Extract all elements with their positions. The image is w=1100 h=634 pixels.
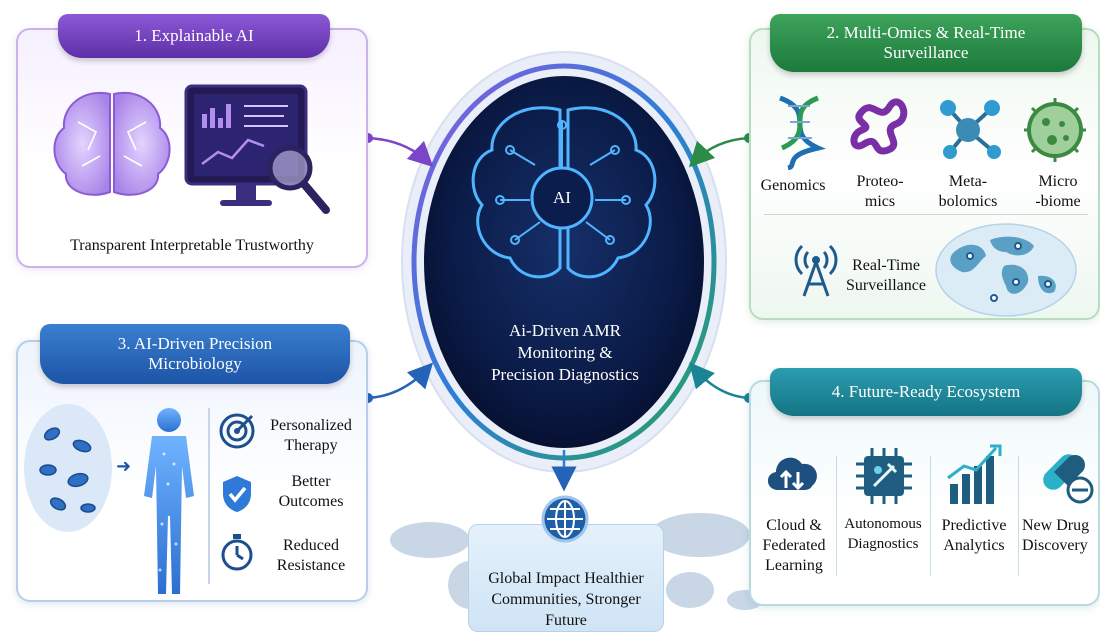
magnifier-icon [267,145,330,214]
panel4-title: 4. Future-Ready Ecosystem [770,368,1082,416]
hub-circle [424,76,704,448]
stopwatch-icon [221,534,253,571]
item-genomics: Genomics [760,177,826,194]
chip-icon [856,448,912,504]
brain-icon [53,91,171,196]
hub-color-ring [411,63,717,461]
molecule-icon [940,100,1001,159]
global-impact-text: Global Impact Healthier Communities, Str… [488,570,644,629]
human-body-icon [144,408,194,594]
panel4-divider-1 [836,456,837,576]
bacteria-cluster-icon [24,404,112,532]
hub-outer-ring [401,51,727,473]
hub-title: Ai-Driven AMR Monitoring & Precision Dia… [491,321,639,384]
arrow-panel4 [689,362,750,400]
item-microbiome: Micro-biome [1035,173,1081,210]
panel2-divider [764,214,1088,215]
growth-chart-icon [947,444,1002,504]
arrow-right-icon: ➜ [116,456,132,476]
panel4-divider-2 [930,456,931,576]
target-icon [219,413,255,449]
protein-icon [850,98,908,155]
panel4-divider-3 [1018,456,1019,576]
arrow-panel1 [367,136,434,168]
capsule-icon [1043,454,1094,504]
item-proteomics: Proteo-mics [856,173,904,210]
arrow-panel2 [688,136,750,168]
globe-icon [541,495,589,543]
shield-check-icon [223,476,251,512]
hub-ai-label: AI [553,188,571,207]
item-metabolomics: Meta-bolomics [938,173,998,210]
arrow-panel3 [367,362,434,400]
cloud-icon [767,457,817,491]
antenna-icon [794,244,838,297]
microbe-icon [1024,98,1086,162]
world-globe-map-icon [935,223,1077,317]
panel1-caption: Transparent Interpretable Trustworthy [70,237,314,254]
panel1-title: 1. Explainable AI [58,14,330,58]
panel3-divider [208,408,210,584]
panel-future-ready [749,380,1100,606]
dna-icon [779,95,826,170]
